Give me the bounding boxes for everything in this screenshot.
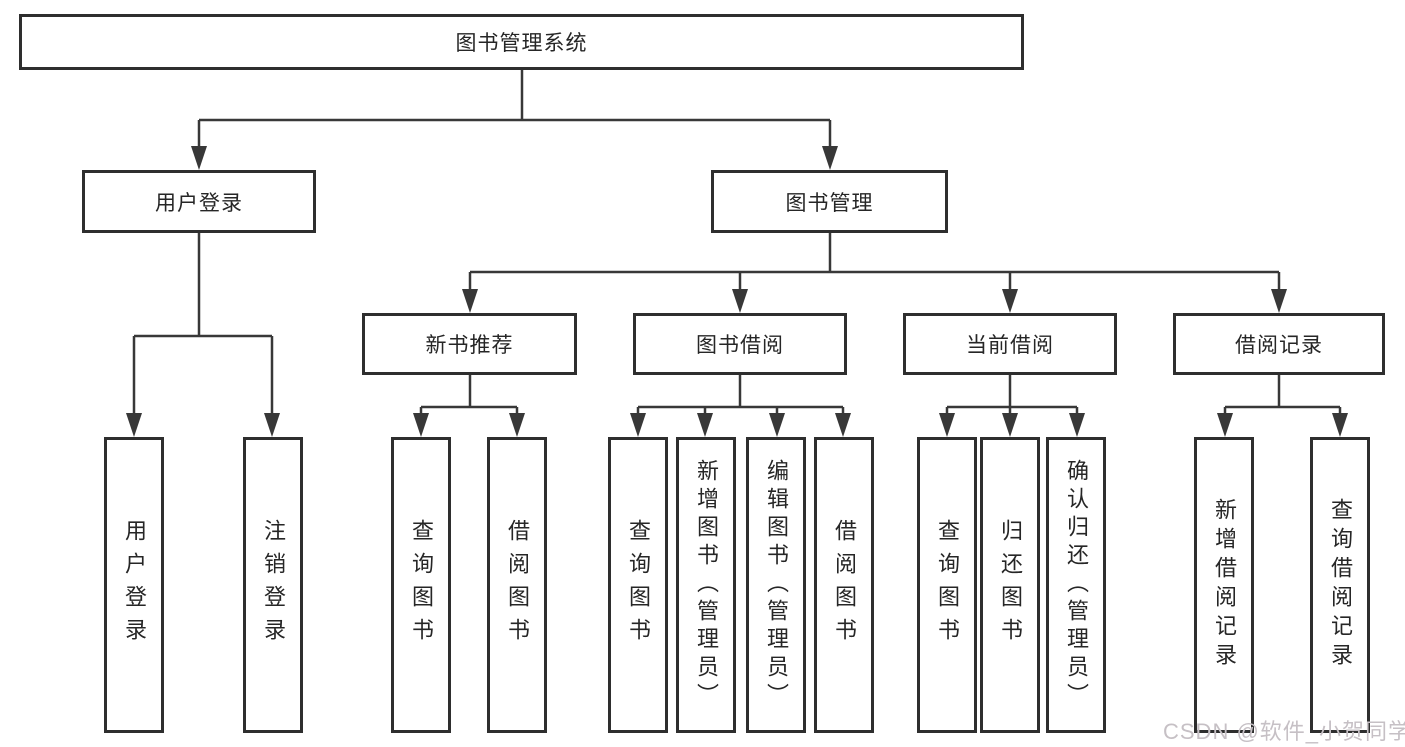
node-leaf-edit-books-admin: 编辑图书（管理员）	[746, 437, 806, 733]
node-user-login: 用户登录	[82, 170, 316, 233]
node-leaf-logout: 注销登录	[243, 437, 303, 733]
node-label: 编辑图书（管理员）	[764, 459, 789, 711]
node-borrowing-records: 借阅记录	[1173, 313, 1385, 375]
node-leaf-search-books-1: 查询图书	[391, 437, 451, 733]
node-label: 图书管理	[785, 191, 874, 215]
node-label: 用户登录	[155, 191, 243, 215]
node-leaf-confirm-return-admin: 确认归还（管理员）	[1046, 437, 1106, 733]
node-leaf-user-login: 用户登录	[104, 437, 164, 733]
node-leaf-search-books-3: 查询图书	[917, 437, 977, 733]
node-label: 新增图书（管理员）	[694, 459, 719, 711]
node-library-management-system: 图书管理系统	[19, 14, 1024, 70]
node-label: 归还图书	[998, 519, 1023, 651]
node-leaf-add-borrow-record: 新增借阅记录	[1194, 437, 1254, 733]
node-label: 查询图书	[626, 519, 651, 651]
node-leaf-search-books-2: 查询图书	[608, 437, 668, 733]
node-leaf-borrow-books-2: 借阅图书	[814, 437, 874, 733]
node-label: 查询图书	[409, 519, 434, 651]
node-label: 借阅记录	[1235, 334, 1323, 357]
node-label: 新增借阅记录	[1212, 498, 1237, 672]
node-new-book-recommendation: 新书推荐	[362, 313, 577, 375]
node-label: 用户登录	[122, 519, 147, 651]
watermark: CSDN @软件_小贺同学	[1163, 719, 1405, 744]
node-label: 图书管理系统	[455, 32, 588, 55]
node-label: 图书借阅	[696, 334, 784, 357]
node-label: 借阅图书	[505, 519, 530, 651]
node-label: 确认归还（管理员）	[1064, 459, 1089, 711]
node-label: 新书推荐	[425, 334, 514, 357]
node-label: 当前借阅	[966, 334, 1054, 357]
node-book-management: 图书管理	[711, 170, 948, 233]
node-leaf-search-borrow-record: 查询借阅记录	[1310, 437, 1370, 733]
node-book-borrowing: 图书借阅	[633, 313, 847, 375]
node-leaf-add-books-admin: 新增图书（管理员）	[676, 437, 736, 733]
node-label: 注销登录	[261, 519, 286, 651]
node-label: 查询借阅记录	[1328, 498, 1353, 672]
node-label: 借阅图书	[832, 519, 857, 651]
node-current-borrowing: 当前借阅	[903, 313, 1117, 375]
node-leaf-borrow-books-1: 借阅图书	[487, 437, 547, 733]
node-leaf-return-books: 归还图书	[980, 437, 1040, 733]
node-label: 查询图书	[935, 519, 960, 651]
